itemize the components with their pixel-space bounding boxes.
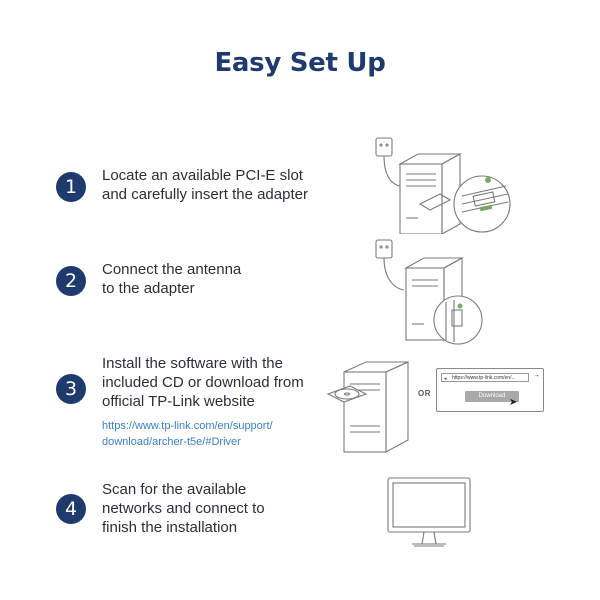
step-text-line: and carefully insert the adapter: [102, 186, 308, 203]
step-text-line: Install the software with the: [102, 355, 283, 372]
download-button: Download: [465, 391, 519, 402]
browser-url-bar: ◂ https://www.tp-link.com/en/...: [441, 373, 529, 382]
browser-window: ◂ https://www.tp-link.com/en/... → Downl…: [436, 368, 544, 412]
lock-icon: ◂: [444, 376, 447, 382]
step-text-line: to the adapter: [102, 280, 195, 297]
arrow-right-icon: →: [533, 372, 540, 379]
pc-cd-drive-icon: [326, 361, 409, 453]
step-text-line: Connect the antenna: [102, 261, 242, 278]
step-text-line: official TP-Link website: [102, 393, 255, 410]
step-number-badge: 4: [56, 494, 86, 524]
step-number-badge: 3: [56, 374, 86, 404]
step-text: Scan for the available networks and conn…: [102, 480, 352, 537]
page-title: Easy Set Up: [214, 48, 386, 78]
pc-insert-adapter-icon: [375, 137, 511, 234]
driver-download-link[interactable]: download/archer-t5e/#Driver: [102, 436, 241, 448]
step-number-badge: 2: [56, 266, 86, 296]
monitor-icon: [387, 477, 471, 547]
browser-url-text: https://www.tp-link.com/en/...: [452, 375, 516, 381]
pc-connect-antenna-icon: [375, 239, 483, 345]
or-label: OR: [418, 389, 431, 398]
mouse-cursor-icon: ➤: [509, 397, 518, 408]
step-text: Locate an available PCI-E slot and caref…: [102, 166, 352, 204]
step-text-line: included CD or download from: [102, 374, 304, 391]
step-text: Install the software with the included C…: [102, 354, 352, 450]
step-text-line: networks and connect to: [102, 500, 265, 517]
step-text-line: finish the installation: [102, 519, 238, 536]
step-number-badge: 1: [56, 172, 86, 202]
driver-download-link[interactable]: https://www.tp-link.com/en/support/: [102, 420, 273, 432]
step-text-line: Locate an available PCI-E slot: [102, 167, 303, 184]
step-text-line: Scan for the available: [102, 481, 247, 498]
step-text: Connect the antenna to the adapter: [102, 260, 352, 298]
